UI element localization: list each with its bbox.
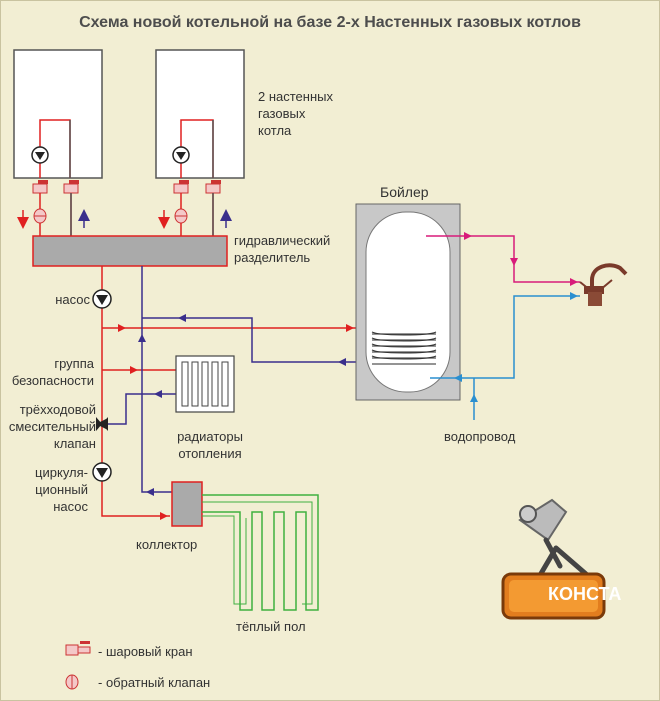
boiler-valves	[17, 180, 232, 236]
wall-boiler-1	[13, 49, 103, 179]
diagram-title: Схема новой котельной на базе 2-х Настен…	[79, 14, 581, 31]
logo-text: КОНСТА	[548, 584, 622, 604]
water-supply-label: водопровод	[444, 429, 516, 444]
floor-heating-label: тёплый пол	[236, 619, 306, 634]
circulation-pump-label: циркуля- ционный насос	[35, 465, 88, 514]
safety-group-label: группа безопасности	[11, 356, 94, 388]
boilers-label: 2 настенных газовых котла	[258, 89, 333, 138]
ball-valve-icon	[173, 180, 189, 194]
wall-boiler-2	[155, 49, 245, 179]
floor-heating-loop	[202, 494, 319, 611]
pump-label: насос	[55, 292, 90, 307]
hydraulic-separator	[32, 235, 228, 267]
circulation-pump-icon	[92, 462, 112, 482]
faucet-icon	[579, 263, 628, 306]
boiler-tank	[355, 203, 461, 401]
ball-valve-icon	[205, 180, 221, 194]
hydro-separator-label: гидравлический разделитель	[234, 233, 331, 265]
collector-label: коллектор	[136, 537, 198, 552]
return-pipes	[108, 266, 356, 496]
legend-check-valve-icon	[65, 674, 79, 690]
legend-ball-valve-icon	[65, 641, 91, 656]
radiators-label: радиаторы отопления	[177, 429, 243, 461]
pump-icon	[92, 289, 112, 309]
three-way-valve-icon	[96, 417, 108, 431]
ball-valve-icon	[32, 180, 48, 194]
cold-water-pipe	[430, 292, 580, 420]
hot-water-pipe	[426, 232, 580, 286]
supply-pipes	[101, 266, 356, 520]
radiator	[175, 355, 235, 413]
heat-exchanger-coil	[372, 333, 436, 365]
konsta-logo	[501, 498, 606, 620]
legend-ball-valve: - шаровый кран	[98, 644, 193, 659]
legend-check-valve: - обратный клапан	[98, 675, 211, 690]
boiler-tank-label: Бойлер	[380, 184, 429, 200]
three-way-valve-label: трёхходовой смесительный клапан	[8, 402, 96, 451]
ball-valve-icon	[63, 180, 79, 194]
collector	[171, 481, 203, 527]
